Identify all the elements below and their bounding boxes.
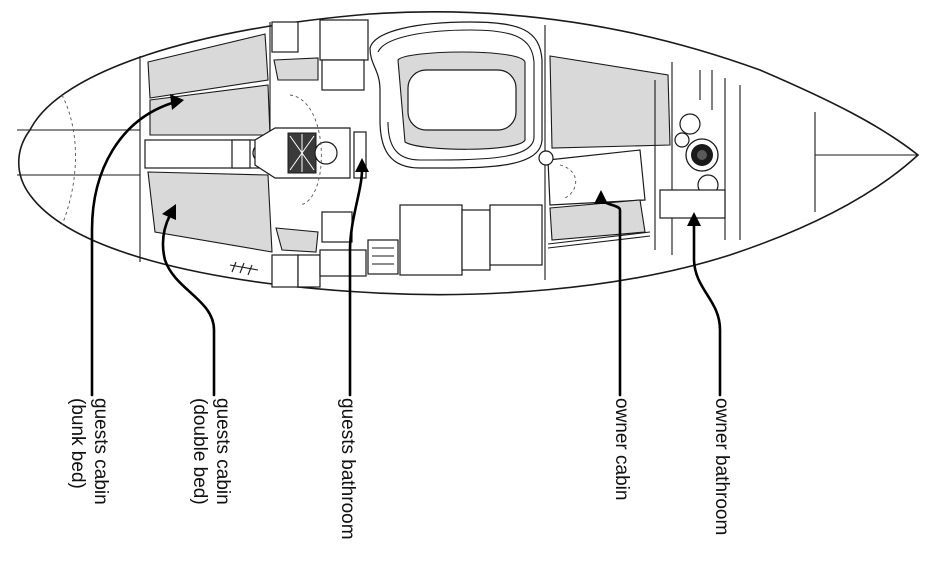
label-owner-bathroom-line1: owner bathroom (711, 398, 732, 535)
label-guests-cabin-double-line2: (double bed) (189, 398, 210, 505)
label-guests-cabin-bunk: guests cabin (bunk bed) (67, 398, 111, 505)
label-guests-cabin-double: guests cabin (double bed) (189, 398, 233, 505)
arrow-owner-bathroom (687, 212, 722, 397)
arrow-owner-cabin (594, 190, 622, 397)
label-owner-bathroom: owner bathroom (711, 398, 732, 535)
guests-cabin-bunk-area (147, 21, 319, 140)
label-guests-cabin-bunk-line1: guests cabin (90, 398, 111, 505)
arrow-guests-bathroom (348, 158, 369, 397)
label-owner-cabin: owner cabin (611, 398, 632, 500)
arrow-guests-cabin-bunk (90, 94, 184, 397)
label-guests-bathroom-line1: guests bathroom (337, 398, 358, 540)
owner-cabin-area (538, 55, 671, 249)
label-guests-cabin-double-line1: guests cabin (212, 398, 233, 505)
owner-bathroom-area (654, 62, 726, 255)
guests-cabin-double-area (144, 139, 321, 288)
hull-outline (17, 11, 920, 296)
label-guests-bathroom: guests bathroom (337, 398, 358, 540)
label-guests-cabin-bunk-line2: (bunk bed) (67, 398, 88, 489)
arrow-guests-cabin-double (161, 204, 216, 397)
guests-bathroom-area (254, 19, 399, 277)
salon-area (369, 21, 546, 280)
label-owner-cabin-line1: owner cabin (611, 398, 632, 500)
